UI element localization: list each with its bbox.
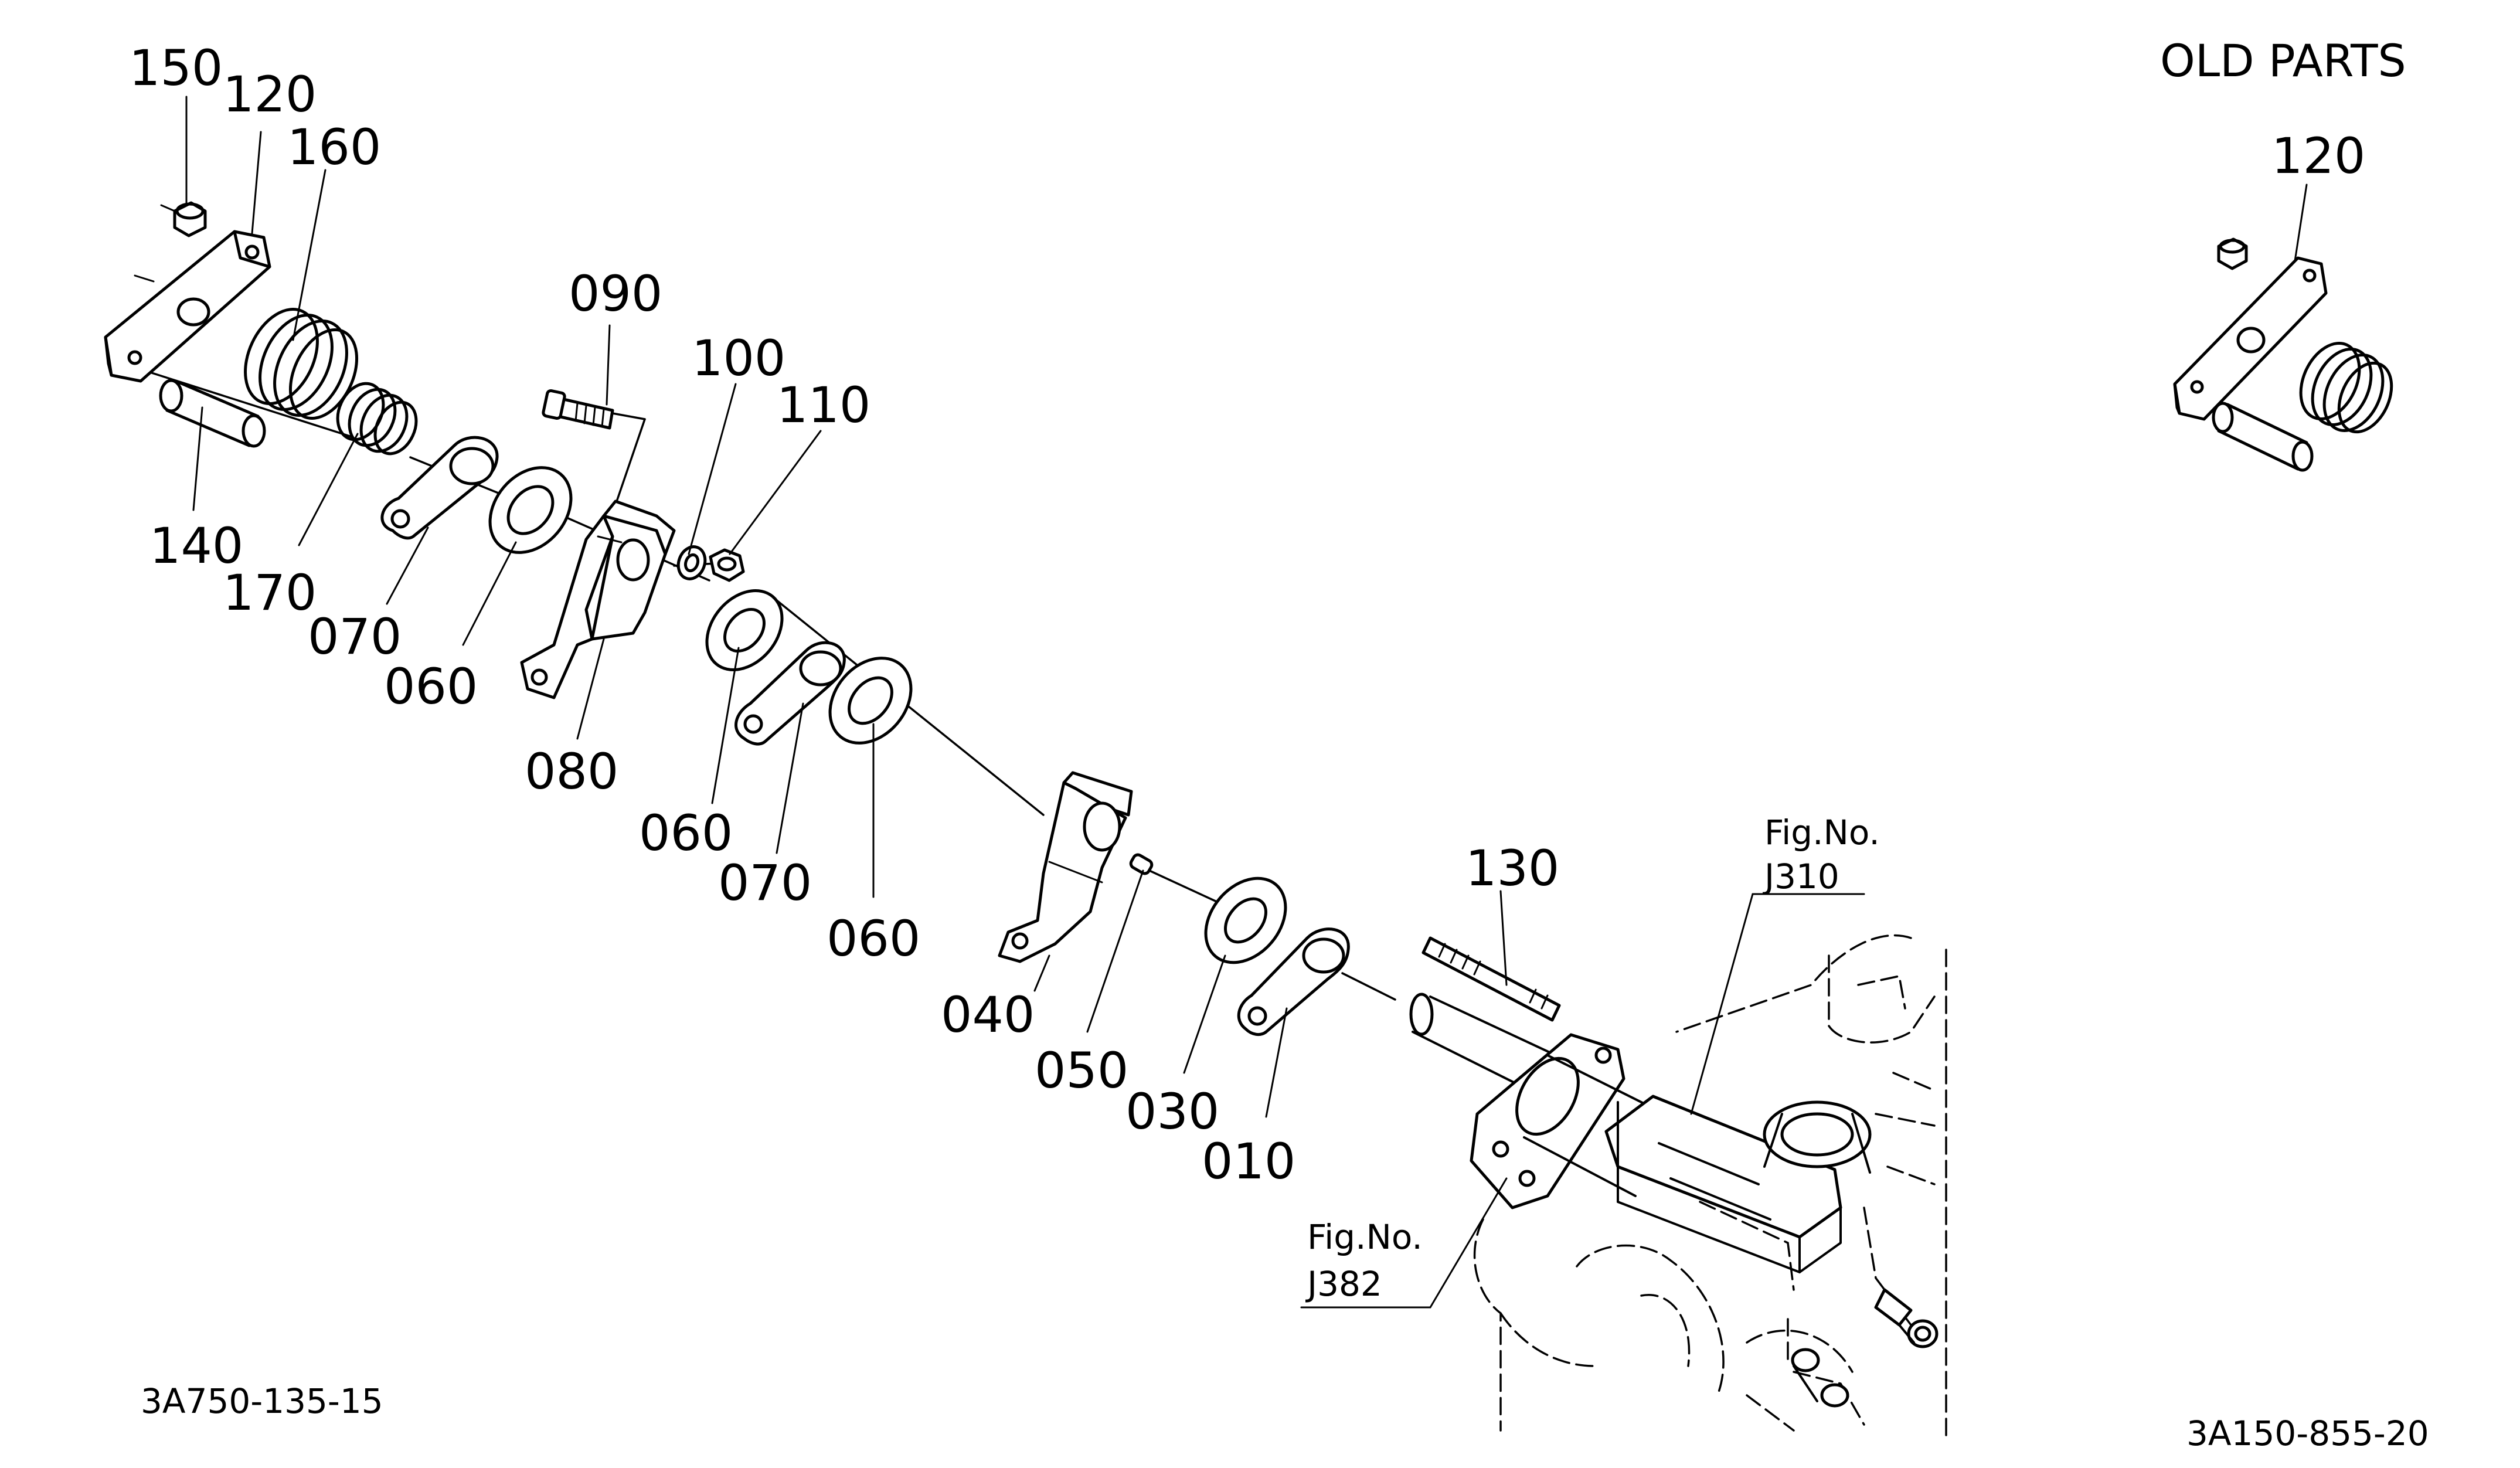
callout-140: 140 (149, 517, 243, 575)
pin-part-140 (159, 379, 266, 448)
bolt-part-090 (542, 389, 614, 430)
washer-part-060-c (828, 657, 913, 745)
callout-100: 100 (692, 329, 785, 387)
callout-130: 130 (1465, 840, 1559, 897)
callout-060-c: 060 (827, 910, 920, 967)
old-parts-heading: OLD PARTS (2160, 35, 2406, 87)
nut-part-110 (709, 548, 745, 582)
link-plate-part-070-b (734, 641, 846, 746)
plate-part-120 (104, 230, 271, 383)
callout-050: 050 (1035, 1042, 1128, 1099)
callout-110: 110 (777, 376, 870, 434)
housing-context (1409, 934, 1947, 1438)
arm-part-040 (998, 771, 1133, 963)
callout-old-120: 120 (2271, 127, 2365, 185)
callout-090: 090 (569, 265, 662, 322)
fig-ref-j310-line2: J310 (1763, 857, 1839, 896)
callout-060-a: 060 (384, 658, 478, 715)
old-parts-inset (2173, 237, 2393, 472)
callout-070-a: 070 (308, 608, 402, 665)
callout-040: 040 (941, 986, 1035, 1044)
callout-160: 160 (287, 118, 381, 176)
fig-ref-j310-line1: Fig.No. (1764, 813, 1880, 852)
callout-150: 150 (129, 39, 223, 97)
callout-060-b: 060 (639, 804, 733, 862)
washer-part-060-b (705, 589, 784, 671)
callout-070-b: 070 (718, 854, 812, 912)
code-right: 3A150-855-20 (2186, 1413, 2429, 1453)
key-part-050 (1129, 853, 1154, 875)
code-left: 3A750-135-15 (141, 1381, 383, 1421)
nut-part-150 (160, 201, 207, 237)
callout-labels: 150 120 160 140 170 070 060 090 100 110 … (129, 39, 2365, 1190)
leader-lines (185, 96, 2308, 1309)
fig-ref-j382-line1: Fig.No. (1307, 1217, 1423, 1257)
callout-030: 030 (1125, 1083, 1219, 1140)
callout-080: 080 (525, 743, 618, 800)
fig-ref-j382-line2: J382 (1305, 1264, 1382, 1304)
callout-170: 170 (223, 564, 317, 621)
spring-part-170 (336, 382, 418, 456)
callout-010: 010 (1202, 1133, 1295, 1190)
arm-bracket-part-080 (520, 499, 676, 699)
spring-part-160 (244, 308, 359, 420)
stud-part-130 (1421, 936, 1561, 1022)
callout-120: 120 (223, 66, 317, 123)
spring-washer-part-100 (676, 545, 707, 580)
figure-references: Fig.No. J310 Fig.No. J382 (1305, 813, 1880, 1304)
link-plate-part-070-a (380, 436, 499, 540)
link-plate-part-010 (1237, 927, 1350, 1037)
washer-part-060-a (488, 466, 573, 554)
washer-part-030 (1204, 876, 1287, 964)
